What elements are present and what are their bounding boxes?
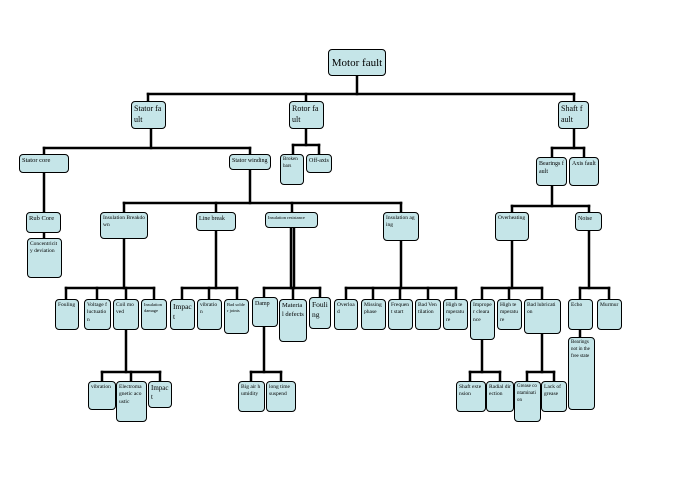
node-high-temp1: High temperature	[443, 299, 468, 330]
node-radial-direction: Radial direction	[486, 381, 514, 412]
node-coil-moved: Coil moved	[113, 299, 139, 330]
node-motor: Motor fault	[328, 49, 386, 76]
node-bad-solder: Bad solder joints	[224, 299, 249, 334]
node-insulation-resistance: Insulation resistance	[265, 212, 318, 228]
node-insulation-breakdown: Insulation Breakdown	[100, 212, 148, 239]
node-impact2: Impact	[148, 381, 172, 408]
node-stator: Stator fault	[131, 101, 166, 129]
node-rub-core: Rub Core	[26, 212, 61, 233]
node-long-time-suspend: long time suspend	[266, 381, 296, 412]
node-grease-contamination: Grease contamination	[514, 381, 541, 422]
node-overheating: Overheating	[495, 212, 529, 241]
node-broken-bars: Broken bars	[280, 154, 304, 185]
node-bad-lubrication: Bad lubrication	[524, 299, 561, 334]
node-voltage-fluct: Voltage fluctuation	[84, 299, 111, 330]
node-off-axis: Off-axis	[306, 154, 332, 173]
node-stator-core: Stator core	[19, 154, 69, 173]
node-impact1: Impact	[170, 299, 195, 330]
node-vibration2: vibration	[88, 381, 116, 410]
node-noise: Noise	[575, 212, 602, 231]
node-murmur: Murmur	[597, 299, 622, 330]
node-shaft: Shaft fault	[558, 101, 589, 129]
node-electromagnetic: Electromagnetic acoustic	[116, 381, 147, 422]
node-fouling2: Fouling	[309, 297, 331, 329]
node-concentricity: Concentricity deviation	[27, 238, 62, 278]
node-insulation-aging: Insulation aging	[383, 212, 419, 241]
node-big-air-humidity: Big air humidity	[238, 381, 265, 412]
node-shaft-extension: Shaft extension	[456, 381, 486, 412]
node-line-break: Line break	[196, 212, 236, 231]
node-stator-winding: Stator winding	[229, 154, 271, 170]
node-missing-phase: Missing phase	[361, 299, 386, 330]
node-material-defects: Material defects	[279, 299, 307, 342]
node-axis-fault: Axis fault	[569, 157, 599, 186]
node-bearings-fault: Bearings fault	[536, 157, 567, 186]
node-bad-ventilation: Bad Ventilation	[415, 299, 441, 330]
node-overload: Overload	[334, 299, 358, 330]
node-bearings-not-free: Bearings not in the free state	[568, 337, 595, 410]
node-fouling1: Fouling	[55, 299, 79, 330]
node-echo: Echo	[568, 299, 593, 330]
node-insulation-damage: Insulation damage	[141, 299, 167, 330]
node-improper-clearance: Improper clearance	[470, 299, 495, 340]
node-damp: Damp	[252, 297, 278, 327]
node-frequent-start: Frequent start	[388, 299, 413, 330]
node-high-temp2: High temperature	[497, 299, 522, 330]
node-rotor: Rotor fault	[289, 101, 324, 129]
node-vibration1: vibration	[197, 299, 222, 330]
node-lack-of-grease: Lack of grease	[541, 381, 567, 412]
